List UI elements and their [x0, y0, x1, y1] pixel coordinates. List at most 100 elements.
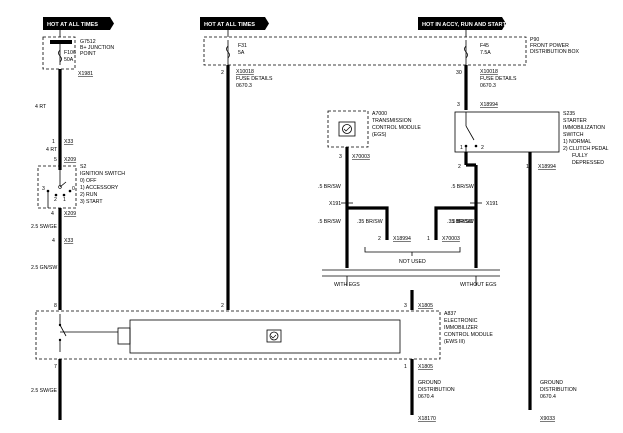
- x33-mid-connector: X33: [64, 238, 73, 244]
- f31-pin: 2: [221, 70, 224, 76]
- wire-25-gnsw-label: 2.5 GN/SW: [31, 265, 57, 271]
- not-used-label: NOT USED: [399, 259, 426, 265]
- x1981-connector: X1981: [78, 71, 93, 77]
- s2-connector-top: X209: [64, 157, 76, 163]
- s2-switch-0: 0: [72, 186, 75, 192]
- egs-left-wire-top: .5 BR/SW: [318, 184, 341, 190]
- ground2-line3: 0670.4: [540, 394, 556, 400]
- ground2-line2: DISTRIBUTION: [540, 387, 577, 393]
- f45-rating: 7.5A: [480, 50, 491, 56]
- ground2-line1: GROUND: [540, 380, 563, 386]
- a837-pin-right: 3: [404, 303, 407, 309]
- egs-right-connector: X191: [486, 201, 498, 207]
- ground-distribution-2: GROUND DISTRIBUTION 0670.4 X9033: [540, 380, 577, 422]
- f31-details1: FUSE DETAILS: [236, 76, 273, 82]
- f31-details2: 0670.3: [236, 83, 252, 89]
- ground2-connector: X9033: [540, 416, 555, 422]
- a837-pin-left: 8: [54, 303, 57, 309]
- s235-line1: STARTER: [563, 118, 587, 124]
- egs-left-pin: 2: [378, 236, 381, 242]
- header-left: HOT AT ALL TIMES: [43, 17, 114, 30]
- a837-line1: ELECTRONIC: [444, 318, 478, 324]
- a7000-pin: 3: [339, 154, 342, 160]
- s235-id: S235: [563, 111, 575, 117]
- f45-connector: X10018: [480, 69, 498, 75]
- f45-details1: FUSE DETAILS: [480, 76, 517, 82]
- g7512-id: G7512: [80, 39, 96, 45]
- s2-ignition-switch: 5 X209 3 2 1 0 S2 IGNITION SWITCH 0) OFF…: [37, 157, 125, 217]
- s235-line2: IMMOBILIZATION: [563, 125, 605, 131]
- s235-pin-top: 3: [457, 102, 460, 108]
- s2-title: IGNITION SWITCH: [80, 171, 125, 177]
- s235-opt2: 2) CLUTCH PEDAL: [563, 146, 609, 152]
- egs-left-plug: X18994: [393, 236, 411, 242]
- wire-4rt-label: 4 RT: [35, 104, 47, 110]
- a7000-connector: X70003: [352, 154, 370, 160]
- ground-line1: GROUND: [418, 380, 441, 386]
- a837-connector-top: X1805: [418, 303, 433, 309]
- a7000-transmission-module: A7000 TRANSMISSION CONTROL MODULE (EGS) …: [327, 110, 421, 160]
- s2-pin-bottom: 4: [51, 211, 54, 217]
- x33-top-pin: 1: [52, 139, 55, 145]
- s235-connector-bottom: X18994: [538, 164, 556, 170]
- f45-details2: 0670.3: [480, 83, 496, 89]
- a7000-id: A7000: [372, 111, 387, 117]
- p90-line2: DISTRIBUTION BOX: [530, 49, 580, 55]
- header-left-text: HOT AT ALL TIMES: [47, 22, 98, 28]
- wire-25-swge-bottom-label: 2.5 SW/GE: [31, 388, 57, 394]
- s2-pos3: 3) START: [80, 199, 103, 205]
- a7000-line2: CONTROL MODULE: [372, 125, 421, 131]
- p90-line1: FRONT POWER: [530, 43, 569, 49]
- x33-top-wire: 4 RT: [46, 147, 58, 153]
- s235-pin-right: 1: [526, 164, 529, 170]
- x33-top-connector: X33: [64, 139, 73, 145]
- g7512-line2: POINT: [80, 51, 97, 57]
- p90-id: P90: [530, 37, 539, 43]
- f45-pin: 30: [456, 70, 462, 76]
- s2-pos2: 2) RUN: [80, 192, 98, 198]
- s235-starter-switch: 3 X18994 1 2 S235 STARTER IMMOBILIZATION…: [454, 102, 609, 170]
- a837-id: A837: [444, 311, 456, 317]
- egs-left-wire-inner: .35 BR/SW: [357, 219, 383, 225]
- s235-opt1: 1) NORMAL: [563, 139, 591, 145]
- egs-right-plug: X70003: [442, 236, 460, 242]
- p90-distribution-box: F31 5A F45 7.5A P90 FRONT POWER DISTRIBU…: [203, 36, 580, 66]
- s2-switch-3: 3: [42, 186, 45, 192]
- f31-connector: X10018: [236, 69, 254, 75]
- a837-line2: IMMOBILIZER: [444, 325, 478, 331]
- s2-pos0: 0) OFF: [80, 178, 96, 184]
- s2-connector-bottom: X209: [64, 211, 76, 217]
- f106-label: F106: [64, 50, 76, 56]
- s2-switch-2: 2: [54, 197, 57, 203]
- egs-left-connector: X191: [329, 201, 341, 207]
- g7512-line1: B+ JUNCTION: [80, 45, 114, 51]
- a7000-line1: TRANSMISSION: [372, 118, 412, 124]
- g7512-junction: G7512 B+ JUNCTION POINT F106 50A X1981: [42, 36, 114, 77]
- egs-right-pin: 1: [427, 236, 430, 242]
- f45-label: F45: [480, 43, 489, 49]
- s235-opt4: DEPRESSED: [572, 160, 604, 166]
- egs-right-wire-top: .5 BR/SW: [451, 184, 474, 190]
- egs-left-wire-bottom: .5 BR/SW: [318, 219, 341, 225]
- header-middle: HOT AT ALL TIMES: [200, 17, 269, 30]
- a837-connector-bottom: X1805: [418, 364, 433, 370]
- f31-rating: 5A: [238, 50, 245, 56]
- a837-line4: (EWS III): [444, 339, 465, 345]
- with-egs-label: WITH EGS: [334, 282, 360, 288]
- header-right: HOT IN ACCY, RUN AND START: [418, 17, 507, 30]
- s235-pin-bottom: 2: [458, 164, 461, 170]
- a7000-line3: (EGS): [372, 132, 387, 138]
- a837-immobilizer-module: 8 2 3 X1805 A837 ELECTRONIC IMMOBILIZER …: [35, 303, 493, 370]
- s2-pos1: 1) ACCESSORY: [80, 185, 119, 191]
- egs-right-wire-bottom: .5 BR/SW: [451, 219, 474, 225]
- ground-line2: DISTRIBUTION: [418, 387, 455, 393]
- s235-line3: SWITCH: [563, 132, 584, 138]
- s235-connector-top: X18994: [480, 102, 498, 108]
- egs-right-wire-inner: .35 BR/SW: [447, 219, 473, 225]
- a837-pin-bottom: 1: [404, 364, 407, 370]
- without-egs-label: WITHOUT EGS: [460, 282, 497, 288]
- s235-opt3: FULLY: [572, 153, 588, 159]
- header-middle-text: HOT AT ALL TIMES: [204, 22, 255, 28]
- ground-line3: 0670.4: [418, 394, 434, 400]
